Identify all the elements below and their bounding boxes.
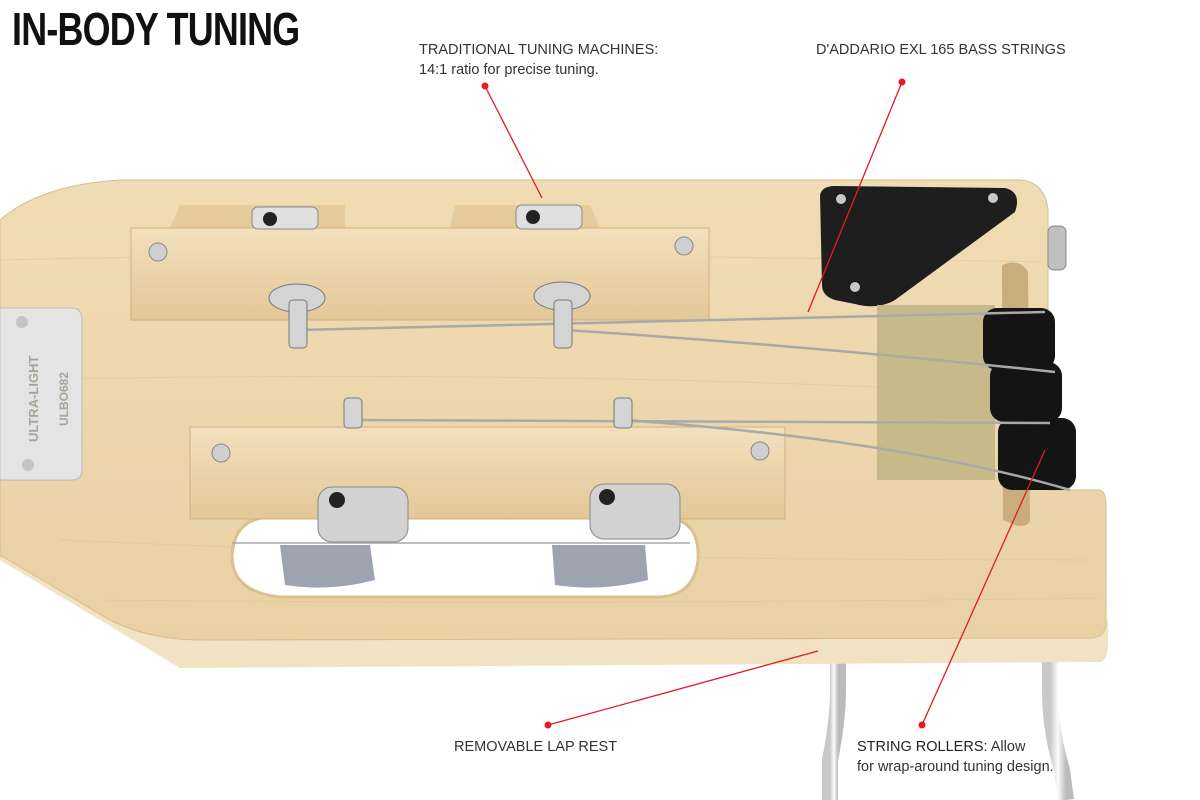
page-title: IN-BODY TUNING [12, 3, 300, 55]
output-jack [1047, 225, 1067, 271]
callout-heading: STRING ROLLERS: [857, 739, 988, 755]
callout-tuning-machines: TRADITIONAL TUNING MACHINES: 14:1 ratio … [419, 40, 658, 80]
callout-text: Allow [987, 739, 1026, 755]
callout-lap-rest: REMOVABLE LAP REST [454, 737, 617, 757]
callout-heading: TRADITIONAL TUNING MACHINES: [419, 42, 659, 58]
ultra-light-nameplate: ULTRA-LIGHT ULBO682 [0, 307, 83, 481]
callout-string-rollers: STRING ROLLERS: Allow for wrap-around tu… [857, 737, 1054, 777]
lower-tuner-block [189, 426, 786, 520]
lap-rest [822, 640, 1074, 800]
callout-lines [481, 78, 1046, 729]
string-rollers [983, 308, 1076, 490]
felt-pad [877, 305, 995, 480]
svg-text:ULTRA-LIGHT: ULTRA-LIGHT [26, 356, 41, 442]
callout-strings: D'ADDARIO EXL 165 BASS STRINGS [816, 40, 1066, 60]
callout-text: for wrap-around tuning design. [857, 759, 1054, 775]
callout-heading: D'ADDARIO EXL 165 BASS STRINGS [816, 42, 1066, 58]
callout-heading: REMOVABLE LAP REST [454, 739, 618, 755]
upper-tuner-block [130, 227, 710, 321]
callout-text: 14:1 ratio for precise tuning. [419, 62, 599, 78]
svg-text:ULBO682: ULBO682 [57, 372, 71, 426]
tuning-machines [280, 483, 681, 588]
bass-strings [232, 310, 1071, 544]
control-plate [820, 186, 1018, 307]
